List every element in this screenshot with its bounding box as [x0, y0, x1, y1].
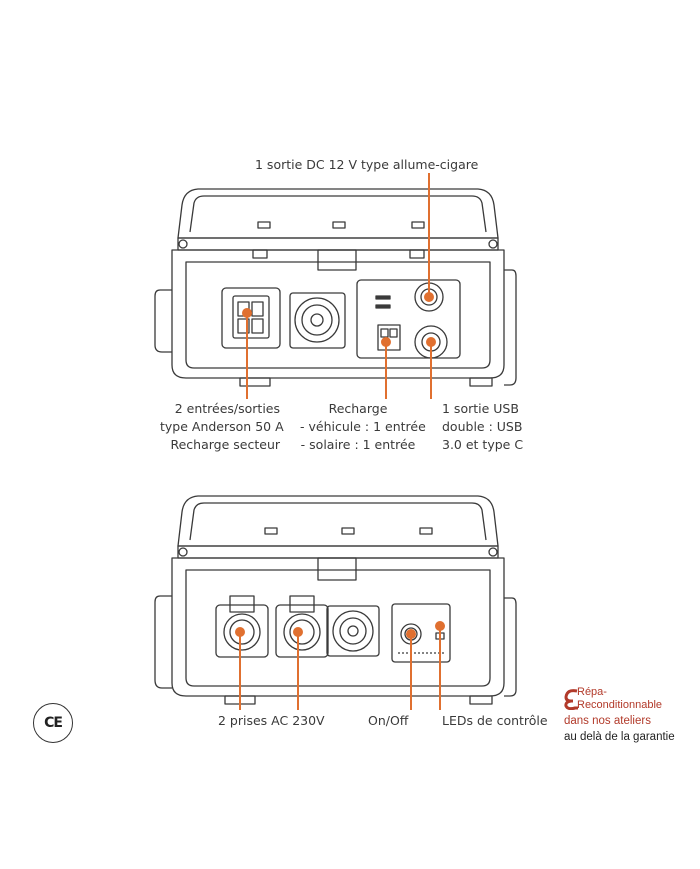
repa-logo-icon — [564, 689, 578, 710]
brand-line-1: Répa- — [577, 686, 607, 698]
on-off-label: On/Off — [368, 713, 409, 728]
callout-lines — [235, 173, 445, 710]
usb-label: 1 sortie USB double : USB 3.0 et type C — [442, 400, 523, 454]
recharge-line-3: - solaire : 1 entrée — [300, 437, 416, 452]
brand-line-3: dans nos ateliers — [564, 715, 651, 727]
ac-sockets-label: 2 prises AC 230V — [218, 713, 325, 728]
ce-mark: CE — [33, 703, 73, 743]
usb-line-2: double : USB — [442, 419, 523, 434]
brand-line-2: Reconditionnable — [577, 699, 663, 711]
brand-line-4: au delà de la garantie — [564, 731, 675, 743]
anderson-line-1: 2 entrées/sorties — [174, 401, 280, 416]
usb-line-3: 3.0 et type C — [442, 437, 524, 452]
recharge-line-1: Recharge — [328, 401, 388, 416]
anderson-line-3: Recharge secteur — [170, 437, 280, 452]
bottom-device — [154, 495, 517, 705]
dc-output-label: 1 sortie DC 12 V type allume-cigare — [255, 157, 479, 172]
top-device — [154, 188, 517, 387]
usb-line-1: 1 sortie USB — [442, 401, 519, 416]
anderson-line-2: type Anderson 50 A — [160, 419, 284, 434]
leds-label: LEDs de contrôle — [442, 713, 548, 728]
recharge-label: Recharge - véhicule : 1 entrée - solaire… — [300, 400, 426, 454]
anderson-label: 2 entrées/sorties type Anderson 50 A Rec… — [160, 400, 284, 454]
recharge-line-2: - véhicule : 1 entrée — [300, 419, 426, 434]
